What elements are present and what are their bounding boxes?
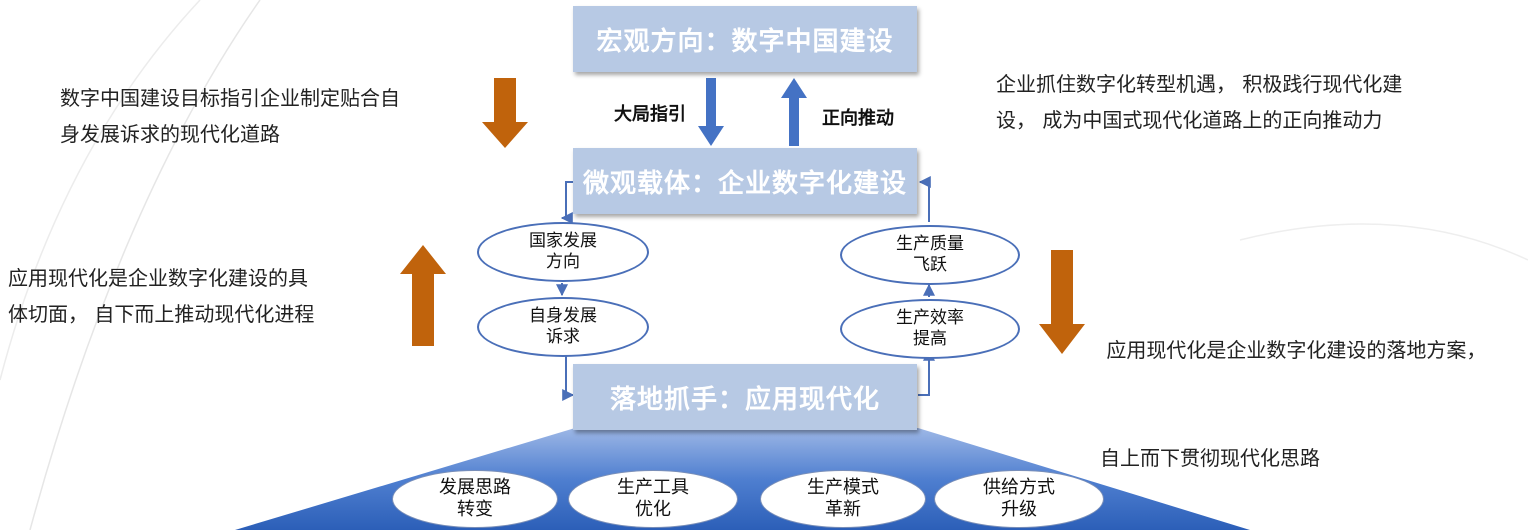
text-top-right: 企业抓住数字化转型机遇， 积极践行现代化建 设， 成为中国式现代化道路上的正向推… — [996, 66, 1402, 138]
ellipse-line-2: 革新 — [825, 499, 861, 520]
ellipse-line-1: 国家发展 — [529, 231, 597, 251]
middle-box: 微观载体：企业数字化建设 — [573, 148, 917, 214]
text-mid-right: 应用现代化是企业数字化建设的落地方案， 自上而下贯彻现代化思路 — [1100, 260, 1486, 512]
right-ellipse-quality: 生产质量 飞跃 — [840, 225, 1020, 285]
arrow-up-label: 正向推动 — [822, 108, 894, 129]
ellipse-line-1: 生产质量 — [896, 234, 964, 254]
base-ellipse-supply-upgrade: 供给方式 升级 — [934, 470, 1104, 528]
ellipse-line-2: 转变 — [457, 499, 493, 520]
top-box: 宏观方向：数字中国建设 — [573, 6, 917, 72]
text-line: 体切面， 自下而上推动现代化进程 — [8, 302, 315, 326]
ellipse-line-1: 生产模式 — [807, 477, 879, 498]
ellipse-line-1: 生产效率 — [896, 308, 964, 328]
ellipse-line-1: 发展思路 — [439, 477, 511, 498]
base-ellipse-idea-change: 发展思路 转变 — [392, 470, 558, 528]
left-ellipse-national-direction: 国家发展 方向 — [477, 222, 649, 282]
ellipse-line-2: 优化 — [635, 499, 671, 520]
text-line: 企业抓住数字化转型机遇， 积极践行现代化建 — [996, 72, 1403, 96]
arrow-down-label: 大局指引 — [614, 104, 686, 125]
left-ellipse-self-demand: 自身发展 诉求 — [477, 297, 649, 357]
ellipse-line-2: 飞跃 — [913, 255, 947, 275]
ellipse-line-2: 诉求 — [546, 327, 580, 347]
text-top-left: 数字中国建设目标指引企业制定贴合自 身发展诉求的现代化道路 — [60, 80, 400, 152]
text-line: 自上而下贯彻现代化思路 — [1100, 446, 1320, 470]
text-mid-left: 应用现代化是企业数字化建设的具 体切面， 自下而上推动现代化进程 — [8, 260, 314, 332]
ellipse-line-1: 供给方式 — [983, 477, 1055, 498]
right-ellipse-efficiency: 生产效率 提高 — [840, 299, 1020, 359]
arrow-up-blue-icon — [781, 78, 807, 146]
text-line: 身发展诉求的现代化道路 — [60, 122, 280, 146]
text-line: 应用现代化是企业数字化建设的具 — [8, 266, 308, 290]
arrow-down-orange-icon-right — [1039, 250, 1085, 354]
ellipse-line-2: 提高 — [913, 329, 947, 349]
base-ellipse-mode-innovate: 生产模式 革新 — [760, 470, 926, 528]
arrow-up-orange-icon-left — [400, 245, 446, 346]
ellipse-line-2: 方向 — [546, 252, 580, 272]
bottom-box: 落地抓手：应用现代化 — [573, 364, 917, 430]
text-line: 数字中国建设目标指引企业制定贴合自 — [60, 86, 400, 110]
text-line: 设， 成为中国式现代化道路上的正向推动力 — [996, 108, 1383, 132]
ellipse-line-1: 生产工具 — [617, 477, 689, 498]
text-line: 应用现代化是企业数字化建设的落地方案， — [1100, 338, 1487, 362]
ellipse-line-1: 自身发展 — [529, 306, 597, 326]
arrow-down-blue-icon — [698, 78, 724, 146]
arrow-down-orange-icon-top-left — [482, 78, 528, 148]
base-ellipse-tool-optimize: 生产工具 优化 — [568, 470, 738, 528]
ellipse-line-2: 升级 — [1001, 499, 1037, 520]
